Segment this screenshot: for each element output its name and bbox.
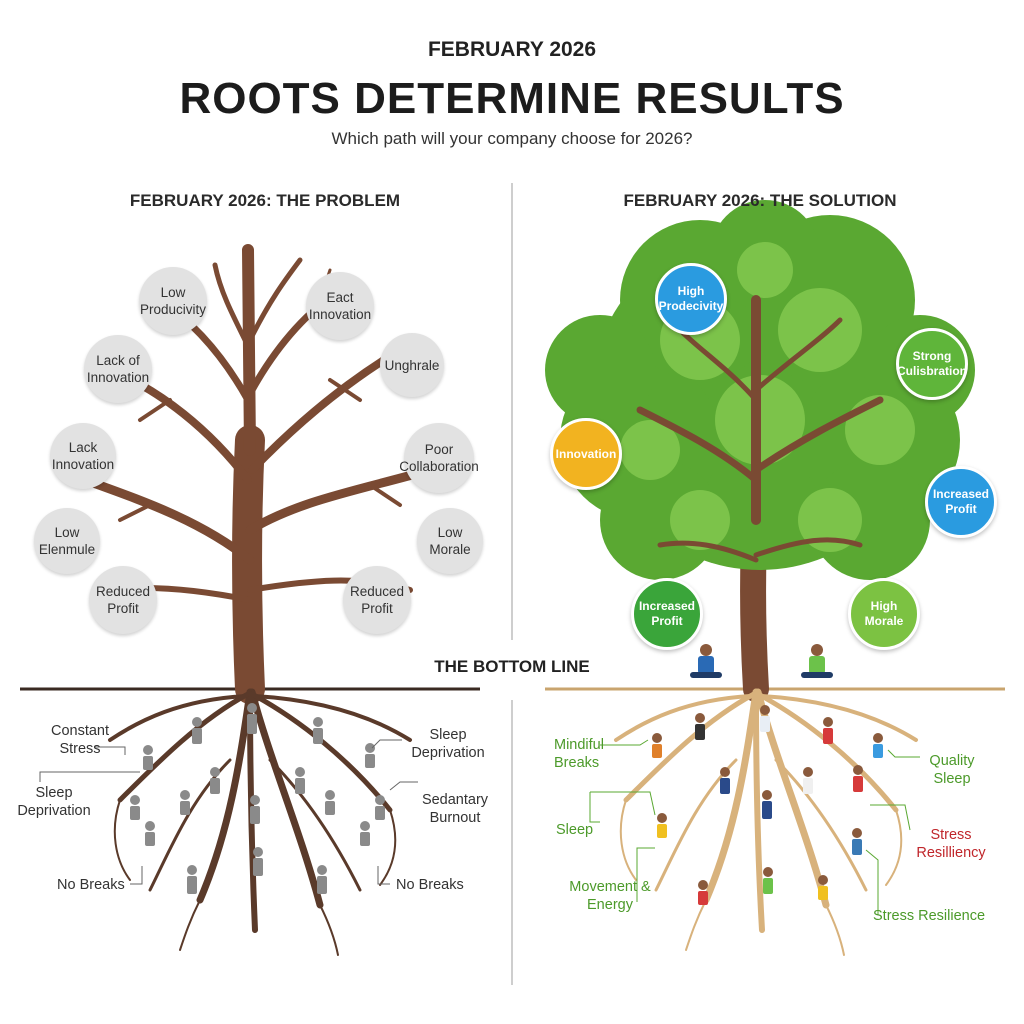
solution-bubble-high-morale: High Morale: [848, 578, 920, 650]
solution-bubble-increased-profit-left: Increased Profit: [631, 578, 703, 650]
root-label-stress-resiliency: Stress Resilliency: [916, 827, 986, 861]
healthy-workers: [652, 644, 883, 905]
page-title: ROOTS DETERMINE RESULTS: [179, 74, 845, 123]
root-label-quality-sleep: Quality Sleep: [929, 753, 975, 787]
root-label-stress-resilience: Stress Resilience: [873, 908, 986, 924]
solution-bubble-strong-collaboration: Strong Culisbration: [896, 328, 968, 400]
bottom-line-label: THE BOTTOM LINE: [434, 657, 590, 676]
kicker-date: FEBRUARY 2026: [427, 38, 597, 61]
root-label-sleep-deprivation-left: Sleep Deprivation: [17, 785, 91, 819]
problem-bubble-unghrale: Unghrale: [380, 333, 444, 397]
solution-bubble-increased-profit-right: Increased Profit: [925, 466, 997, 538]
problem-bubble-low-productivity: Low Producivity: [139, 267, 207, 335]
solution-bubble-innovation: Innovation: [550, 418, 622, 490]
problem-heading: FEBRUARY 2026: THE PROBLEM: [129, 191, 401, 210]
problem-bubble-low-morale: Low Morale: [417, 508, 483, 574]
root-label-mindful-breaks: Mindiful Breaks: [554, 737, 604, 771]
problem-bubble-lack-of-innovation: Lack of Innovation: [84, 335, 152, 403]
solution-connectors: [589, 739, 920, 915]
problem-connectors: [39, 739, 418, 885]
root-label-no-breaks-right: No Breaks: [396, 877, 464, 893]
root-label-movement-energy: Movement & Energy: [569, 879, 651, 913]
root-label-sleep: Sleep: [556, 822, 594, 838]
problem-bubble-reduced-profit-left: Reduced Profit: [89, 566, 157, 634]
problem-bubble-eact-innovation: Eact Innovation: [306, 272, 374, 340]
root-label-constant-stress: Constant Stress: [50, 723, 110, 757]
root-label-no-breaks-left: No Breaks: [57, 877, 125, 893]
root-label-sleep-deprivation-right: Sleep Deprivation: [411, 727, 485, 761]
stressed-workers: [130, 703, 385, 894]
page-subtitle: Which path will your company choose for …: [331, 129, 693, 148]
problem-bubble-lack-innovation: Lack Innovation: [50, 423, 116, 489]
solution-heading: FEBRUARY 2026: THE SOLUTION: [623, 191, 897, 210]
bare-tree: [80, 244, 435, 704]
healthy-roots: [614, 688, 918, 956]
problem-bubble-low-elenmule: Low Elenmule: [34, 508, 100, 574]
problem-bubble-poor-collaboration: Poor Collaboration: [399, 423, 479, 493]
solution-bubble-high-productivity: High Prodecivity: [655, 263, 727, 335]
problem-bubble-reduced-profit-right: Reduced Profit: [343, 566, 411, 634]
root-label-sedentary-burnout: Sedantary Burnout: [421, 792, 489, 826]
